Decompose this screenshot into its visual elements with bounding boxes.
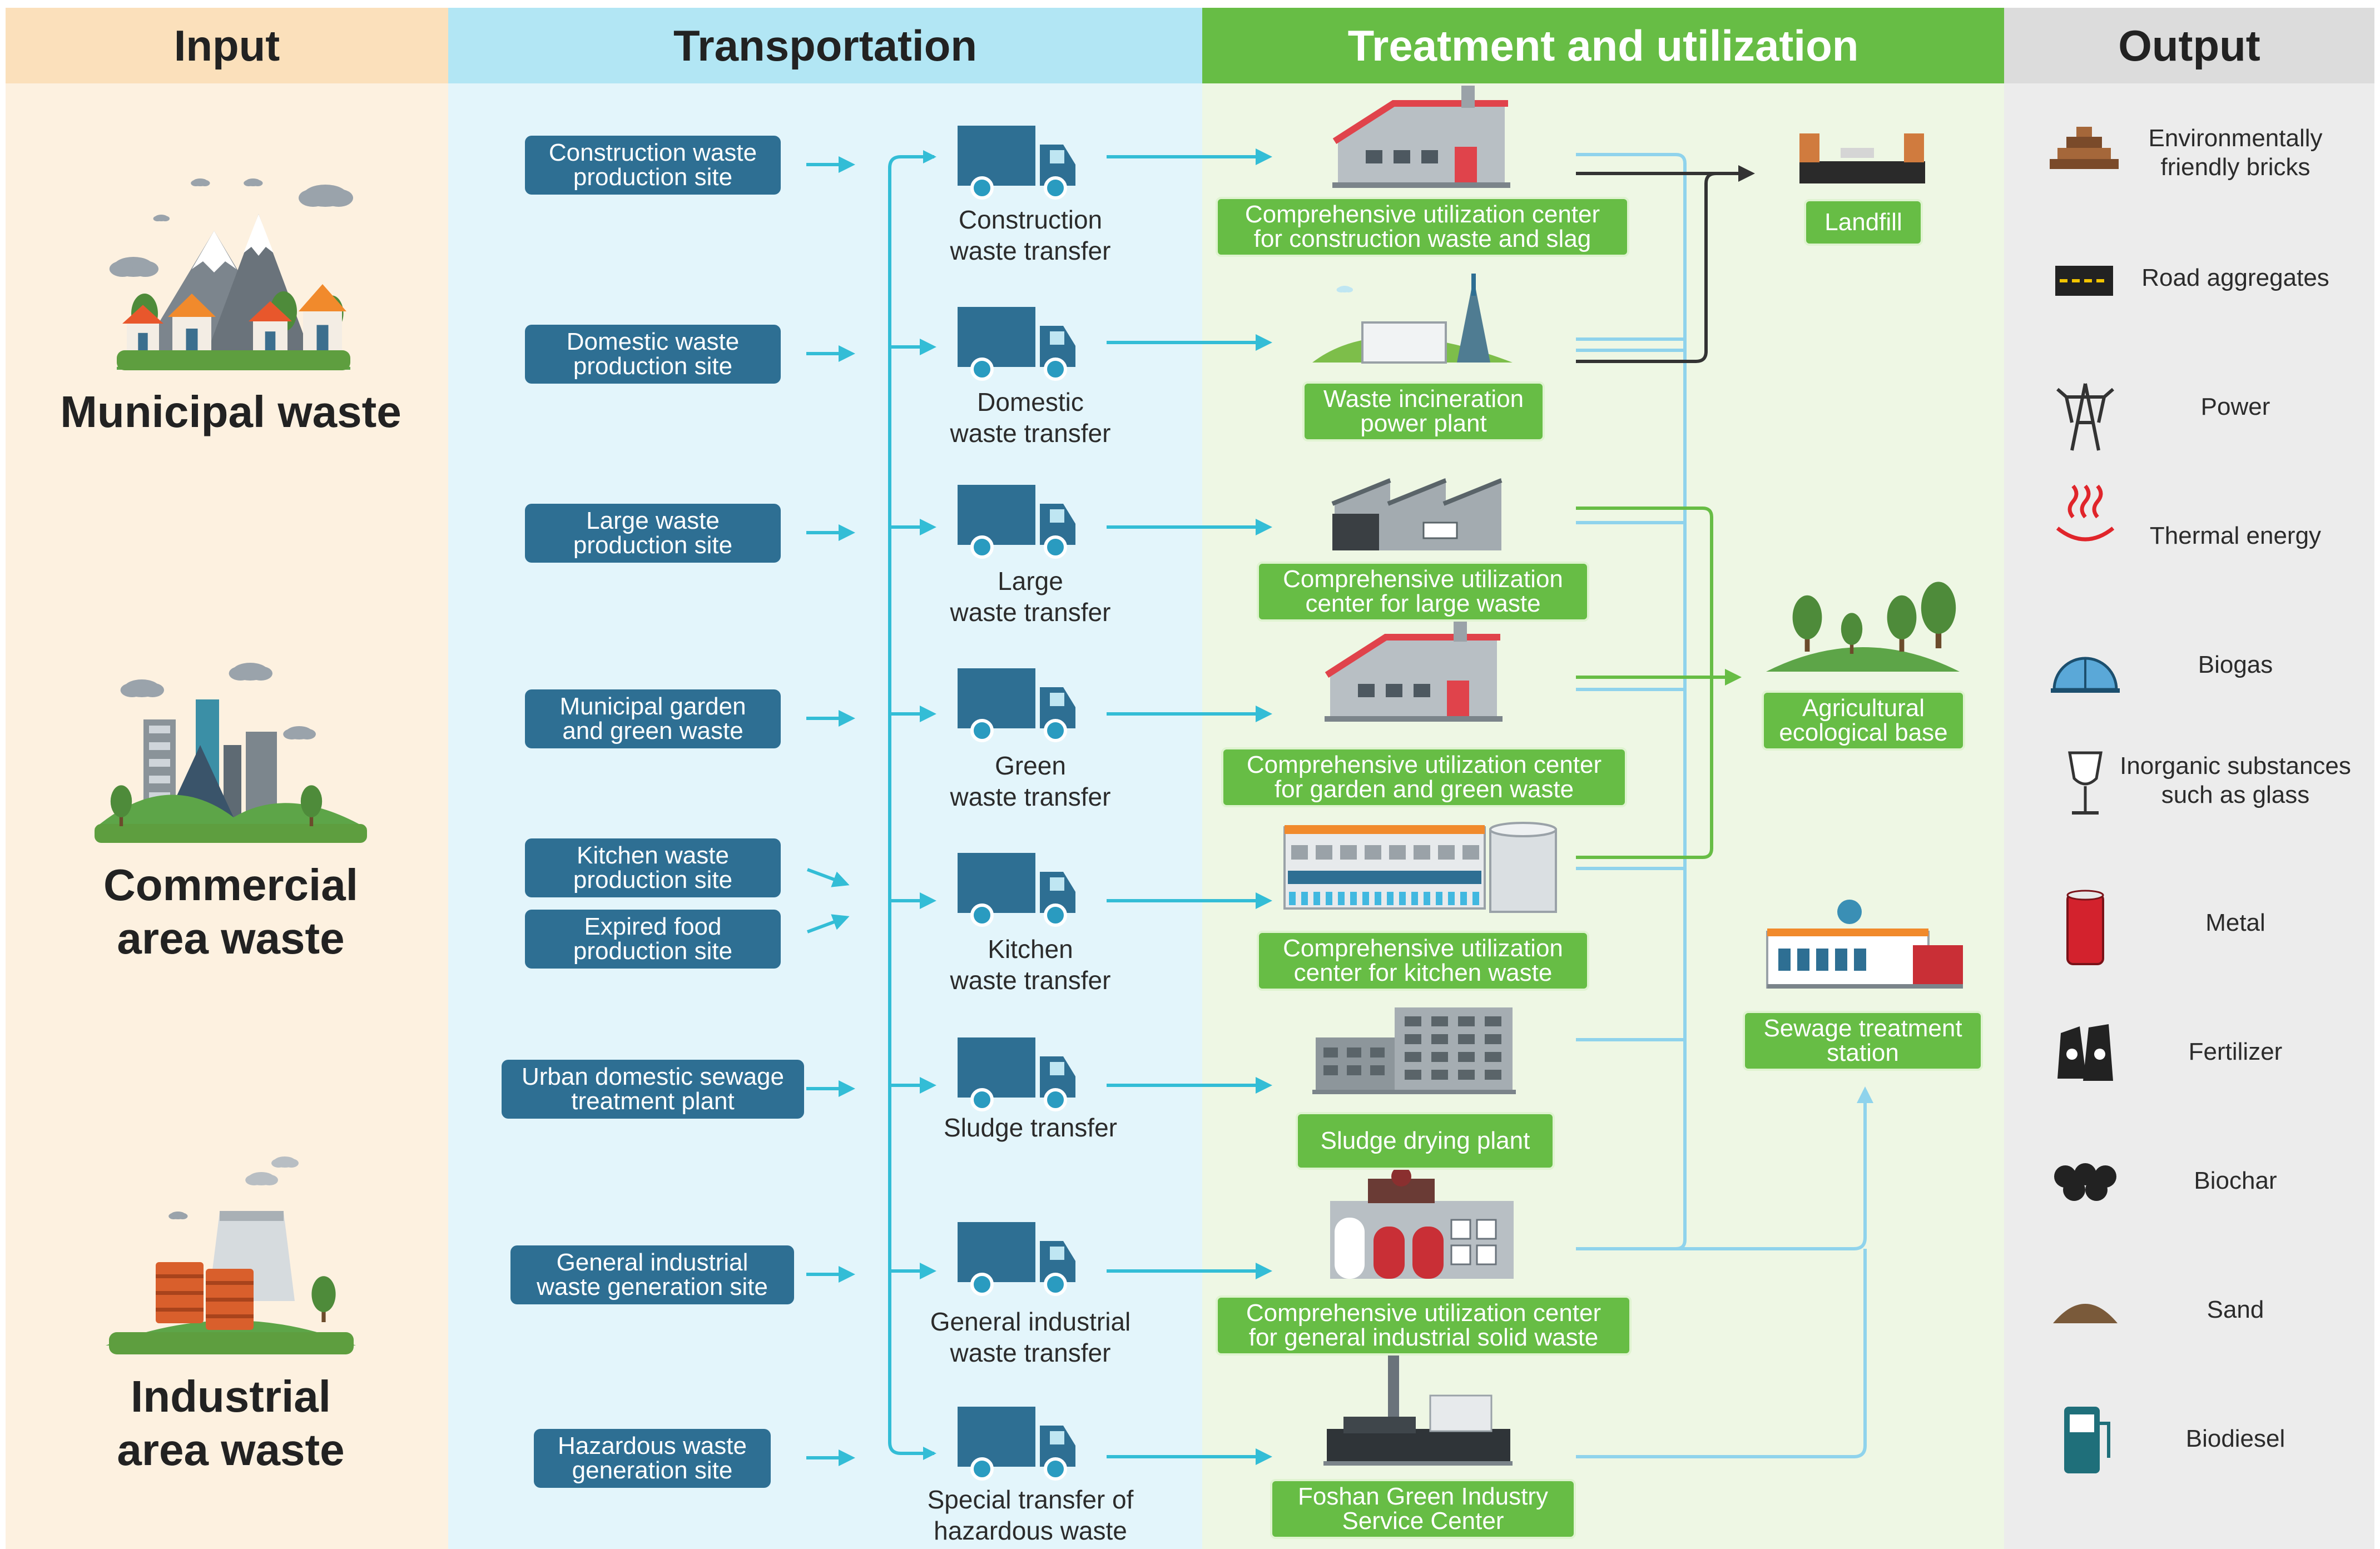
truck-icon-3	[958, 668, 1075, 742]
input-industrial-area-waste: Industrial area waste	[117, 1372, 345, 1474]
center-kitchen-waste: Comprehensive utilization center for kit…	[1257, 931, 1589, 991]
biogas-dome-icon	[2051, 657, 2120, 693]
truck-icon-0	[958, 126, 1075, 200]
treatment-connectors	[1576, 153, 1873, 1458]
construction-center-building-icon	[1332, 86, 1510, 188]
transfer-kitchen: Kitchen waste transfer	[950, 935, 1111, 995]
heat-icon	[2056, 484, 2115, 542]
output-biogas: Biogas	[2198, 651, 2273, 678]
output-power: Power	[2200, 393, 2270, 420]
transfer-sludge: Sludge transfer	[944, 1113, 1117, 1142]
biochar-icon	[2054, 1163, 2116, 1201]
sewage-station-icon	[1766, 900, 1963, 989]
transport-trunk-line	[888, 155, 934, 1455]
center-foshan-green-industry: Foshan Green Industry Service Center	[1270, 1479, 1576, 1539]
output-biochar: Biochar	[2194, 1167, 2277, 1194]
center-large-waste: Comprehensive utilization center for lar…	[1257, 562, 1589, 622]
source-general-industrial-waste: General industrial waste generation site	[510, 1245, 794, 1304]
source-construction-waste: Construction waste production site	[525, 136, 781, 195]
source-large-waste: Large waste production site	[525, 504, 781, 563]
output-inorganic-glass: Inorganic substances such as glass	[2120, 752, 2351, 808]
output-thermal-energy: Thermal energy	[2149, 522, 2322, 549]
output-icons	[2050, 127, 2120, 1473]
fuel-pump-icon	[2064, 1407, 2110, 1473]
truck-icon-7	[958, 1407, 1075, 1481]
large-waste-center-icon	[1331, 478, 1503, 550]
landfill-icon	[1799, 133, 1925, 183]
agricultural-base-icon	[1766, 582, 1960, 672]
truck-icon-2	[958, 485, 1075, 559]
output-sand: Sand	[2207, 1296, 2264, 1323]
transfer-green: Green waste transfer	[950, 751, 1111, 811]
incineration-plant-icon	[1312, 274, 1513, 364]
center-incineration-power-plant: Waste incineration power plant	[1302, 381, 1545, 441]
power-tower-icon	[2056, 383, 2114, 451]
commercial-area-waste-illustration-icon	[95, 663, 367, 843]
center-general-industrial-solid-waste: Comprehensive utilization center for gen…	[1216, 1295, 1632, 1356]
center-garden-green-waste: Comprehensive utilization center for gar…	[1221, 747, 1627, 807]
garden-center-building-icon	[1325, 619, 1503, 722]
input-header-bg	[6, 8, 448, 83]
transfer-domestic: Domestic waste transfer	[950, 388, 1111, 448]
source-domestic-waste: Domestic waste production site	[525, 325, 781, 384]
destination-landfill: Landfill	[1804, 199, 1923, 246]
source-expired-food: Expired food production site	[525, 910, 781, 969]
header-transportation: Transportation	[673, 21, 978, 70]
sludge-drying-plant-icon	[1312, 1007, 1516, 1094]
transfer-general-industrial: General industrial waste transfer	[930, 1307, 1131, 1367]
green-return-trunk	[1576, 507, 1713, 859]
header-treatment: Treatment and utilization	[1347, 21, 1859, 70]
bricks-icon	[2050, 127, 2119, 169]
glass-icon	[2068, 751, 2103, 815]
output-biodiesel: Biodiesel	[2185, 1425, 2285, 1452]
output-bricks: Environmentally friendly bricks	[2148, 125, 2323, 181]
foshan-center-icon	[1323, 1352, 1513, 1466]
source-urban-sewage-plant: Urban domestic sewage treatment plant	[502, 1060, 804, 1119]
center-construction-waste-slag: Comprehensive utilization center for con…	[1216, 197, 1629, 257]
source-garden-green-waste: Municipal garden and green waste	[525, 689, 781, 748]
destination-sewage-station: Sewage treatment station	[1743, 1011, 1983, 1071]
fertilizer-bag-icon	[2057, 1024, 2113, 1081]
truck-icon-4	[958, 853, 1075, 927]
center-sludge-drying-plant: Sludge drying plant	[1296, 1112, 1555, 1170]
output-column-bg	[2004, 8, 2374, 1549]
sand-pile-icon	[2053, 1304, 2118, 1323]
general-industrial-center-icon	[1330, 1166, 1514, 1279]
truck-icon-1	[958, 307, 1075, 381]
source-kitchen-waste: Kitchen waste production site	[525, 838, 781, 897]
header-output: Output	[2118, 21, 2260, 70]
transport-arrows	[806, 148, 1272, 1466]
transport-header-bg	[448, 8, 1202, 83]
output-fertilizer: Fertilizer	[2188, 1038, 2283, 1065]
truck-icon-6	[958, 1222, 1075, 1296]
output-road-aggregates: Road aggregates	[2141, 264, 2329, 291]
header-input: Input	[173, 21, 280, 70]
transfer-hazardous: Special transfer of hazardous waste	[927, 1485, 1134, 1545]
treatment-header-bg	[1202, 8, 2004, 83]
truck-icon-5	[958, 1037, 1075, 1111]
input-municipal-waste: Municipal waste	[60, 387, 401, 436]
road-icon	[2055, 266, 2113, 296]
transfer-construction: Construction waste transfer	[950, 205, 1111, 265]
transfer-large: Large waste transfer	[950, 567, 1111, 627]
output-header-bg	[2004, 8, 2374, 83]
industrial-area-waste-illustration-icon	[106, 1156, 356, 1354]
input-commercial-area-waste: Commercial area waste	[103, 860, 358, 963]
to-sewage-arrow	[1576, 1086, 1873, 1250]
kitchen-waste-center-icon	[1283, 822, 1557, 913]
municipal-waste-illustration-icon	[109, 178, 353, 370]
output-metal: Metal	[2205, 909, 2265, 936]
metal-can-icon	[2066, 890, 2104, 965]
source-hazardous-waste: Hazardous waste generation site	[534, 1429, 771, 1488]
destination-agricultural-base: Agricultural ecological base	[1762, 691, 1965, 751]
